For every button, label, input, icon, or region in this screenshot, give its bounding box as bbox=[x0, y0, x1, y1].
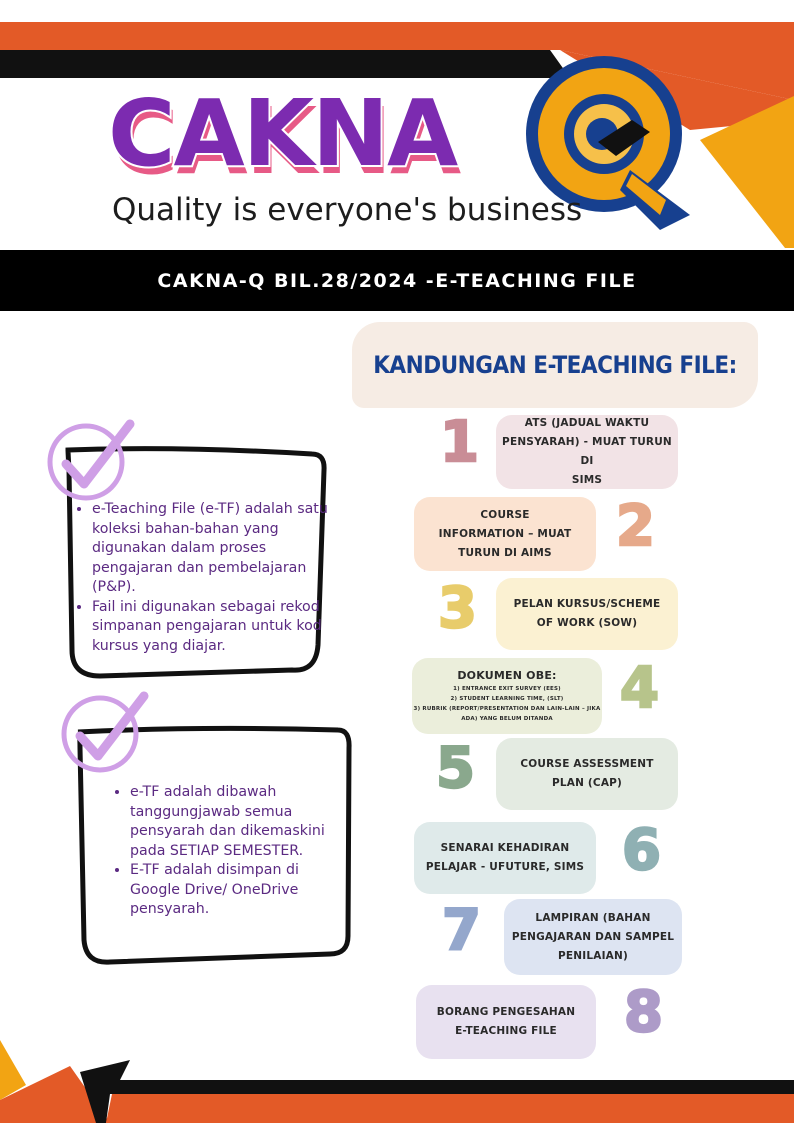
logo-q-badge bbox=[526, 56, 690, 230]
content-number-2: 2 bbox=[615, 493, 656, 561]
content-card-6: SENARAI KEHADIRAN PELAJAR - UFUTURE, SIM… bbox=[414, 822, 596, 894]
info-list-item: Fail ini digunakan sebagai rekod simpana… bbox=[92, 598, 338, 657]
right-yellow-triangle bbox=[700, 96, 794, 248]
content-number-6: 6 bbox=[621, 817, 662, 885]
contents-heading: KANDUNGAN E-TEACHING FILE: bbox=[373, 351, 737, 379]
content-card-2: COURSE INFORMATION – MUAT TURUN DI AIMS bbox=[414, 497, 596, 571]
content-card-8: BORANG PENGESAHAN E-TEACHING FILE bbox=[416, 985, 596, 1059]
info-list-item: e-Teaching File (e-TF) adalah satu kolek… bbox=[92, 500, 338, 598]
info-list-item: e-TF adalah dibawah tanggungjawab semua … bbox=[130, 783, 340, 861]
bottom-orange-strip bbox=[106, 1094, 794, 1123]
logo-wordmark: CAKNA bbox=[106, 80, 460, 187]
bottom-orange-band bbox=[0, 1066, 110, 1123]
checkmark-circle-icon bbox=[47, 419, 135, 501]
content-card-4: DOKUMEN OBE: 1) ENTRANCE EXIT SURVEY (EE… bbox=[412, 658, 602, 734]
logo-shadow: CAKNA bbox=[111, 88, 461, 195]
info-box-2-border bbox=[76, 725, 352, 965]
top-orange-band bbox=[0, 22, 794, 100]
title-bar: CAKNA-Q BIL.28/2024 -E-TEACHING FILE bbox=[0, 250, 794, 311]
tagline: Quality is everyone's business bbox=[112, 192, 583, 228]
content-number-8: 8 bbox=[623, 979, 664, 1047]
content-card-7: LAMPIRAN (BAHAN PENGAJARAN DAN SAMPEL PE… bbox=[504, 899, 682, 975]
content-number-7: 7 bbox=[441, 897, 482, 965]
content-number-4: 4 bbox=[619, 655, 660, 723]
page-title: CAKNA-Q BIL.28/2024 -E-TEACHING FILE bbox=[157, 269, 637, 292]
top-black-strip bbox=[0, 50, 570, 78]
info-list-item: E-TF adalah disimpan di Google Drive/ On… bbox=[130, 861, 340, 920]
bottom-yellow-triangle bbox=[0, 1040, 26, 1100]
info-list-1: e-Teaching File (e-TF) adalah satu kolek… bbox=[74, 500, 338, 656]
content-number-3: 3 bbox=[437, 575, 478, 643]
bottom-black-strip bbox=[80, 1060, 794, 1123]
content-card-5: COURSE ASSESSMENT PLAN (CAP) bbox=[496, 738, 678, 810]
info-box-1-border bbox=[65, 446, 327, 679]
content-number-5: 5 bbox=[435, 735, 476, 803]
checkmark-circle-icon bbox=[61, 691, 149, 773]
content-card-3: PELAN KURSUS/SCHEME OF WORK (SOW) bbox=[496, 578, 678, 650]
info-list-2: e-TF adalah dibawah tanggungjawab semua … bbox=[112, 783, 340, 920]
contents-heading-box: KANDUNGAN E-TEACHING FILE: bbox=[352, 322, 758, 408]
content-number-1: 1 bbox=[439, 409, 480, 477]
content-card-1: ATS (JADUAL WAKTU PENSYARAH) - MUAT TURU… bbox=[496, 415, 678, 489]
